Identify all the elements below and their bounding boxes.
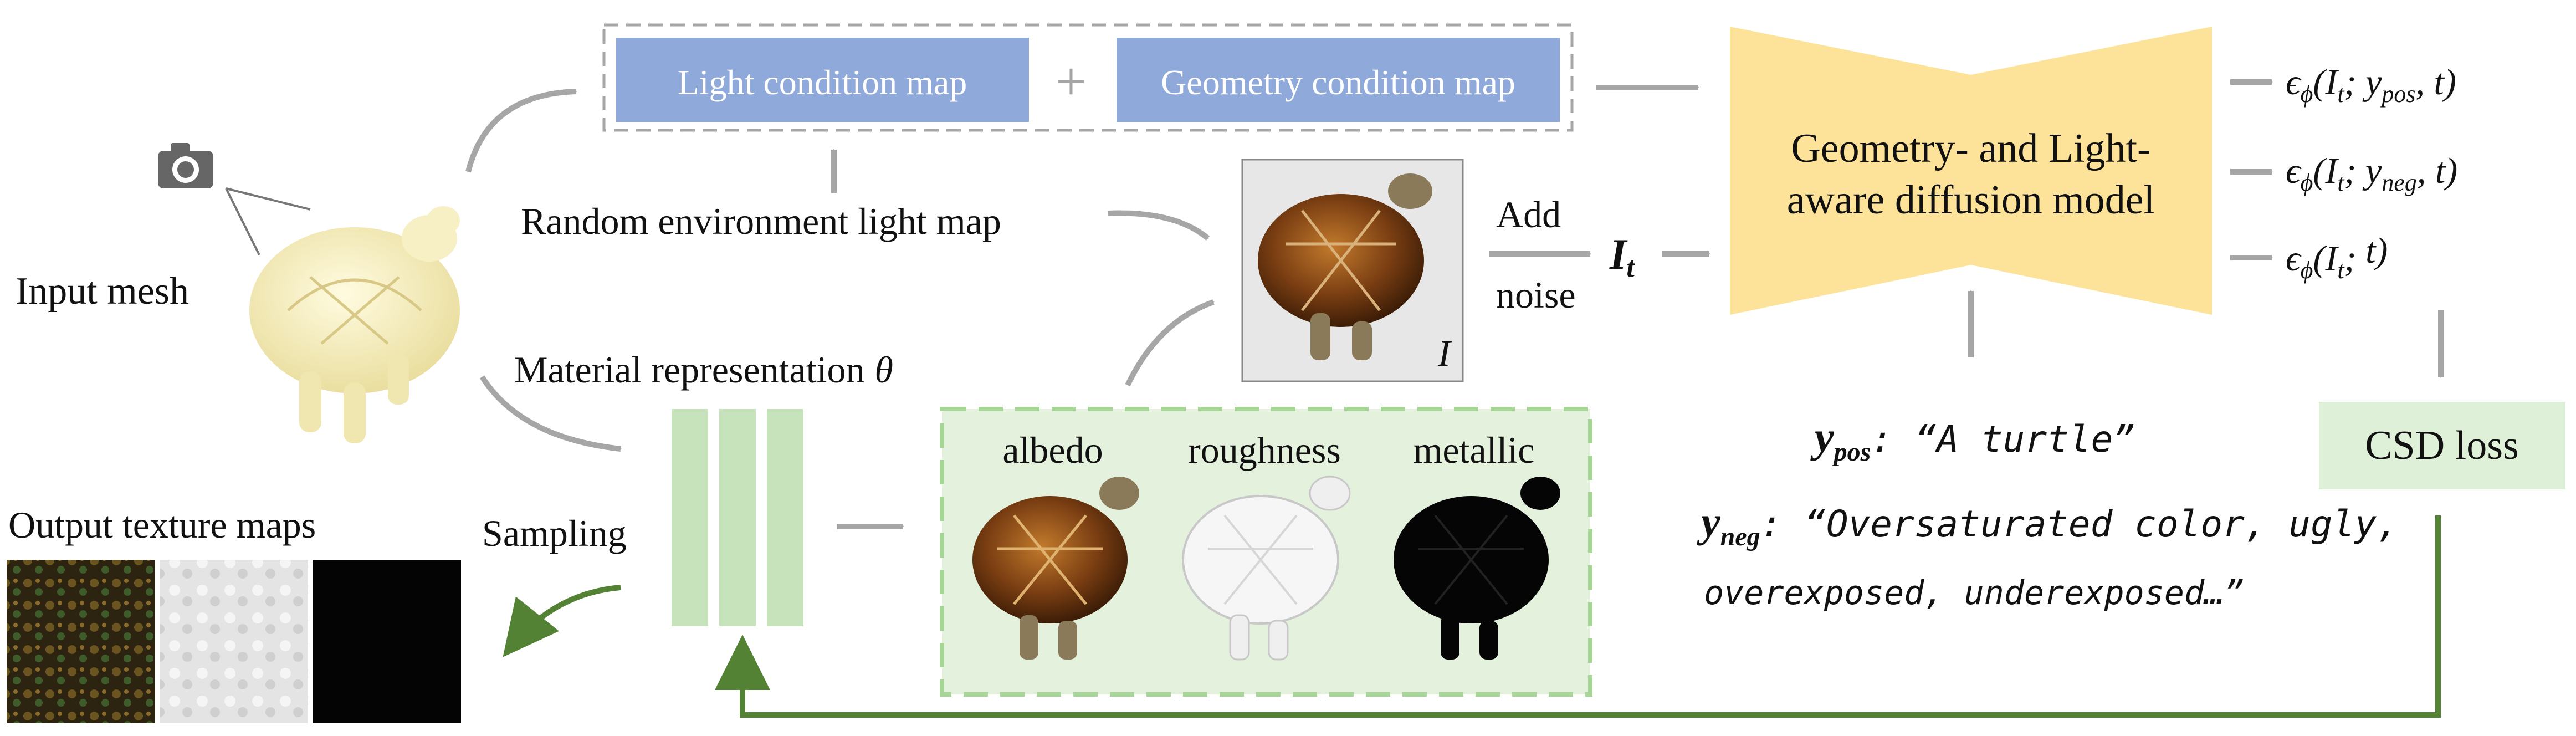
plus-sign: +	[1056, 50, 1087, 112]
arrow-mesh-to-conditions	[465, 89, 577, 173]
rendered-image-label: I	[1437, 332, 1452, 374]
yneg-prompt-line2: overexposed, underexposed…”	[1704, 574, 2244, 612]
it-symbol: It	[1609, 230, 1635, 283]
geometry-condition-map-label: Geometry condition map	[1161, 63, 1515, 102]
metallic-turtle	[1394, 477, 1560, 660]
noise-label: noise	[1496, 274, 1576, 316]
arrow-material-to-render	[1125, 299, 1215, 387]
sampling-label: Sampling	[482, 512, 627, 554]
random-env-light-label: Random environment light map	[521, 200, 1001, 242]
model-label-line2: aware diffusion model	[1787, 177, 2155, 223]
model-label-line1: Geometry- and Light-	[1791, 126, 2150, 171]
yneg-prompt-line1: yneg: “Oversaturated color, ugly,	[1697, 498, 2399, 551]
feedback-arrow	[715, 515, 2441, 718]
output-albedo-map	[7, 560, 155, 723]
arrow-env-to-render	[1108, 210, 1210, 241]
light-condition-map-label: Light condition map	[678, 63, 967, 102]
csd-loss-label: CSD loss	[2365, 423, 2519, 468]
add-label: Add	[1496, 193, 1561, 236]
albedo-label: albedo	[1002, 429, 1103, 471]
arrow-mesh-to-material	[479, 375, 622, 452]
camera-icon	[158, 143, 311, 255]
output-roughness-map	[160, 560, 308, 723]
ypos-prompt: ypos: “A turtle”	[1810, 413, 2135, 467]
roughness-label: roughness	[1188, 429, 1341, 471]
material-bar-1	[672, 409, 708, 626]
output-eps-pos: ϵϕ(It; ypos, t)	[2286, 62, 2456, 108]
input-mesh-turtle	[249, 206, 460, 443]
rendered-turtle	[1258, 173, 1432, 360]
material-bar-3	[767, 409, 803, 626]
metallic-label: metallic	[1413, 429, 1534, 471]
output-metallic-map	[313, 560, 461, 723]
input-mesh-label: Input mesh	[16, 270, 189, 313]
geometry-condition-map-box	[1117, 38, 1560, 122]
output-eps-uncond: ϵϕ(It; t)	[2286, 231, 2388, 284]
albedo-turtle	[972, 477, 1139, 660]
csd-loss-box	[2319, 402, 2565, 489]
output-eps-neg: ϵϕ(It; yneg, t)	[2286, 151, 2457, 196]
condition-map-container	[602, 23, 1574, 132]
roughness-turtle	[1182, 476, 1351, 661]
material-bar-2	[719, 409, 756, 626]
diffusion-model-shape	[1730, 27, 2212, 315]
output-texture-maps-label: Output texture maps	[8, 504, 316, 546]
arrow-sampling-to-output	[503, 585, 621, 657]
light-condition-map-box	[616, 38, 1029, 122]
